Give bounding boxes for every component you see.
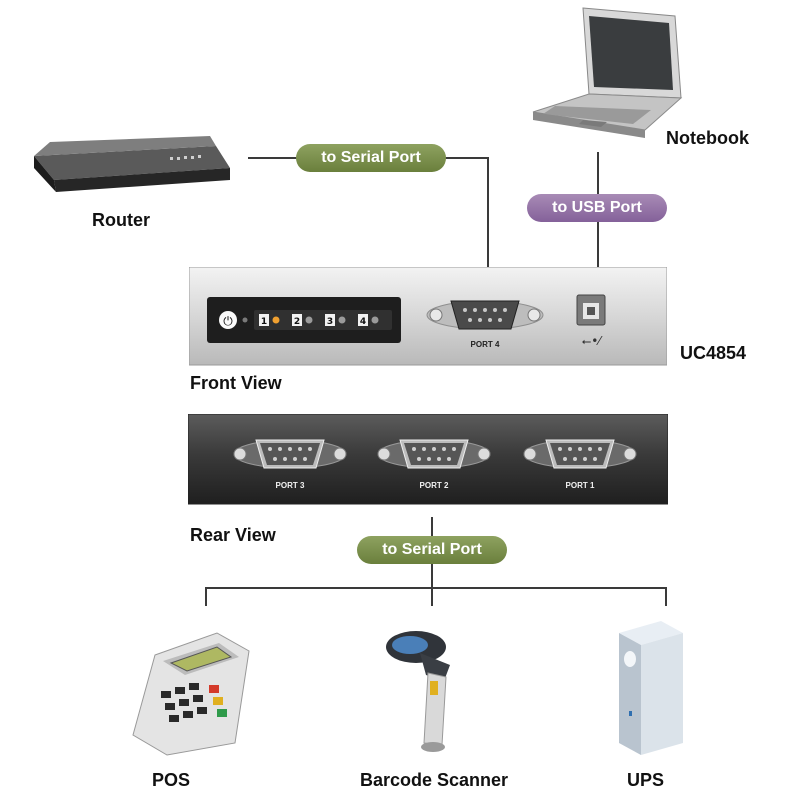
router-serial-port-tag: to Serial Port bbox=[296, 144, 446, 172]
serial-port-rear-2: PORT 2 bbox=[377, 439, 491, 490]
serial-port-rear-1: PORT 3 bbox=[233, 439, 347, 490]
peripherals-serial-port-tag: to Serial Port bbox=[357, 536, 507, 564]
notebook-usb-port-tag: to USB Port bbox=[527, 194, 667, 222]
serial-port-rear-3: PORT 1 bbox=[523, 439, 637, 490]
ups-image bbox=[619, 621, 683, 755]
hub-model-label: UC4854 bbox=[680, 343, 747, 363]
port-4-label: PORT 4 bbox=[471, 340, 500, 349]
pos-image bbox=[132, 632, 250, 756]
notebook-label: Notebook bbox=[666, 128, 749, 148]
notebook-image bbox=[532, 7, 683, 138]
led-number-1: 1 bbox=[261, 317, 267, 327]
rear-view-label: Rear View bbox=[190, 525, 276, 545]
usb-icon: ⭠•⁄ bbox=[582, 334, 604, 348]
hub-rear-panel: PORT 3 PORT 2 PORT 1 bbox=[188, 414, 668, 505]
usb-port: ⭠•⁄ bbox=[576, 294, 606, 348]
led-number-3: 3 bbox=[327, 317, 333, 327]
port-3-label: PORT 3 bbox=[276, 481, 305, 490]
router-label: Router bbox=[92, 210, 150, 230]
front-view-label: Front View bbox=[190, 373, 282, 393]
port-2-label: PORT 2 bbox=[420, 481, 449, 490]
serial-port-4: PORT 4 bbox=[426, 300, 544, 349]
barcode-scanner-image bbox=[386, 631, 450, 752]
led-number-2: 2 bbox=[294, 317, 300, 327]
barcode-scanner-label: Barcode Scanner bbox=[360, 770, 509, 790]
port-1-label: PORT 1 bbox=[566, 481, 595, 490]
pos-label: POS bbox=[152, 770, 191, 790]
ups-label: UPS bbox=[627, 770, 665, 790]
hub-front-panel: ⏻ 1 2 3 4 PORT 4 ⭠•⁄ bbox=[189, 267, 667, 366]
led-status-bar: ⏻ 1 2 3 4 bbox=[207, 297, 401, 343]
router-image bbox=[34, 136, 230, 192]
led-number-4: 4 bbox=[360, 317, 366, 327]
svg-text:⏻: ⏻ bbox=[223, 314, 233, 328]
